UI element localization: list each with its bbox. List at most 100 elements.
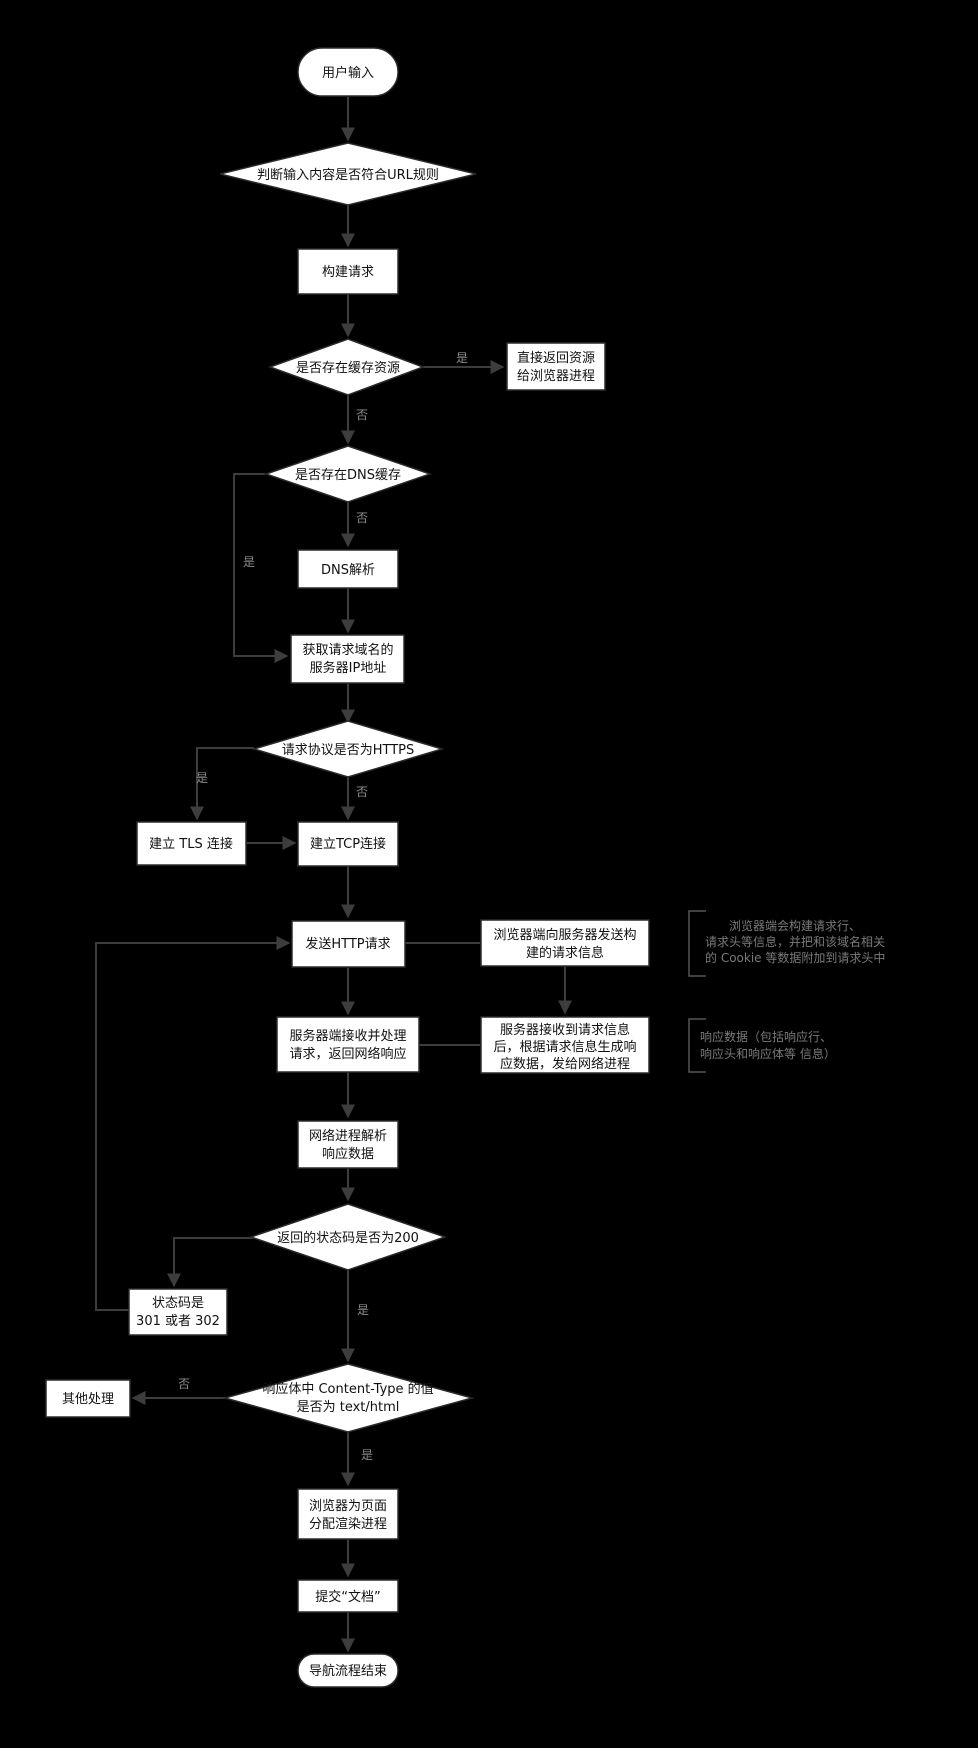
label-https-yes: 是 [196,771,208,785]
node-dns-resolve-label: DNS解析 [321,563,375,578]
node-check-https: 请求协议是否为HTTPS [251,720,445,778]
edge-status-to-redirect [167,1237,263,1288]
node-return-cached-line2: 给浏览器进程 [517,368,595,384]
node-server-receive: 服务器接收到请求信息 后，根据请求信息生成响 应数据，发给网络进程 [480,1016,650,1074]
note-request-line2: 请求头等信息，并把和该域名相关 [705,934,885,949]
process-shape [136,821,247,866]
node-browser-send-line1: 浏览器端向服务器发送构 [493,927,636,943]
node-start: 用户输入 [297,47,399,97]
node-redirect: 状态码是 301 或者 302 [128,1288,228,1336]
process-shape [291,920,406,968]
node-allocate-renderer-line2: 分配渲染进程 [309,1517,387,1532]
node-check-cache: 是否存在缓存资源 [267,338,426,396]
label-status-yes: 是 [357,1303,369,1317]
label-cache-yes: 是 [456,351,468,365]
node-get-ip: 获取请求域名的 服务器IP地址 [290,634,405,684]
label-content-type-no: 否 [178,1377,190,1391]
terminator-shape [297,1653,399,1688]
label-dns-cache-yes: 是 [243,555,255,569]
node-check-url: 判断输入内容是否符合URL规则 [219,142,477,206]
decision-shape [263,445,433,503]
process-shape [297,1579,399,1613]
node-start-label: 用户输入 [322,65,374,81]
node-parse-response: 网络进程解析 响应数据 [297,1120,399,1169]
process-shape [480,1016,650,1074]
node-server-receive-line3: 应数据，发给网络进程 [500,1056,630,1072]
node-browser-send-line2: 建的请求信息 [526,945,604,961]
label-dns-cache-no: 否 [356,511,368,525]
node-browser-send: 浏览器端向服务器发送构 建的请求信息 [480,919,650,967]
node-server-process: 服务器端接收并处理 请求，返回网络响应 [276,1016,420,1073]
node-check-dns-cache-label: 是否存在DNS缓存 [295,468,401,483]
decision-shape [267,338,426,396]
node-server-receive-line2: 后，根据请求信息生成响 [493,1039,636,1055]
label-https-no: 否 [356,785,368,799]
process-shape [297,1120,399,1169]
node-dns-resolve: DNS解析 [297,549,399,589]
process-shape [45,1379,131,1418]
node-other-label: 其他处理 [62,1392,114,1407]
process-shape [506,342,606,391]
node-tls-label: 建立 TLS 连接 [149,836,233,852]
decision-shape [219,142,477,206]
note-bracket [688,1018,706,1073]
node-end-label: 导航流程结束 [309,1663,387,1679]
node-build-request: 构建请求 [297,248,399,295]
node-tls: 建立 TLS 连接 [136,821,247,866]
process-shape [297,549,399,589]
node-send-http: 发送HTTP请求 [291,920,406,968]
process-shape [480,919,650,967]
node-check-status: 返回的状态码是否为200 [248,1203,448,1271]
node-get-ip-line1: 获取请求域名的 [302,642,393,658]
process-shape [297,821,399,867]
label-content-type-yes: 是 [361,1448,373,1462]
nodes: 用户输入 判断输入内容是否符合URL规则 构建请求 是否存在缓存资源 直接返回资… [45,47,650,1688]
node-allocate-renderer: 浏览器为页面 分配渲染进程 [297,1488,399,1540]
process-shape [297,1488,399,1540]
node-return-cached: 直接返回资源 给浏览器进程 [506,342,606,391]
process-shape [297,248,399,295]
note-bracket [688,910,706,977]
node-end: 导航流程结束 [297,1653,399,1688]
node-check-https-label: 请求协议是否为HTTPS [282,743,415,758]
decision-shape [248,1203,448,1271]
node-redirect-line1: 状态码是 [152,1296,204,1311]
node-return-cached-line1: 直接返回资源 [517,350,595,366]
edges [95,97,572,1653]
node-server-process-line1: 服务器端接收并处理 [289,1028,406,1044]
node-build-request-label: 构建请求 [322,265,374,280]
decision-shape [251,720,445,778]
note-request: 浏览器端会构建请求行、 请求头等信息，并把和该域名相关 的 Cookie 等数据… [688,910,885,977]
node-allocate-renderer-line1: 浏览器为页面 [309,1498,387,1514]
node-check-content-type-line2: 是否为 text/html [297,1400,400,1415]
edge-https-to-tls [190,747,254,821]
label-cache-no: 否 [356,408,368,422]
process-shape [128,1288,228,1336]
node-commit: 提交“文档” [297,1579,399,1613]
node-other: 其他处理 [45,1379,131,1418]
node-parse-response-line1: 网络进程解析 [309,1128,387,1144]
edge-dns-cache-to-get-ip [233,473,289,663]
node-tcp: 建立TCP连接 [297,821,399,867]
node-server-process-line2: 请求，返回网络响应 [289,1046,406,1062]
note-response-line2: 响应头和响应体等 信息） [700,1046,836,1061]
node-tcp-label: 建立TCP连接 [310,836,386,852]
node-check-content-type: 响应体中 Content-Type 的值 是否为 text/html [222,1363,475,1433]
node-redirect-line2: 301 或者 302 [136,1314,220,1329]
node-check-cache-label: 是否存在缓存资源 [296,361,400,376]
node-get-ip-line2: 服务器IP地址 [310,660,387,676]
node-parse-response-line2: 响应数据 [322,1146,374,1162]
process-shape [276,1016,420,1073]
note-response-line1: 响应数据（包括响应行、 [700,1029,832,1044]
node-check-url-label: 判断输入内容是否符合URL规则 [257,167,439,183]
note-request-line3: 的 Cookie 等数据附加到请求头中 [705,950,885,965]
note-response: 响应数据（包括响应行、 响应头和响应体等 信息） [688,1018,836,1073]
terminator-shape [297,47,399,97]
node-check-dns-cache: 是否存在DNS缓存 [263,445,433,503]
node-check-content-type-line1: 响应体中 Content-Type 的值 [262,1381,433,1397]
node-check-status-label: 返回的状态码是否为200 [277,1230,419,1246]
notes: 浏览器端会构建请求行、 请求头等信息，并把和该域名相关 的 Cookie 等数据… [688,910,885,1073]
process-shape [290,634,405,684]
edge-labels: 是 否 否 是 是 否 是 否 是 [178,351,468,1462]
